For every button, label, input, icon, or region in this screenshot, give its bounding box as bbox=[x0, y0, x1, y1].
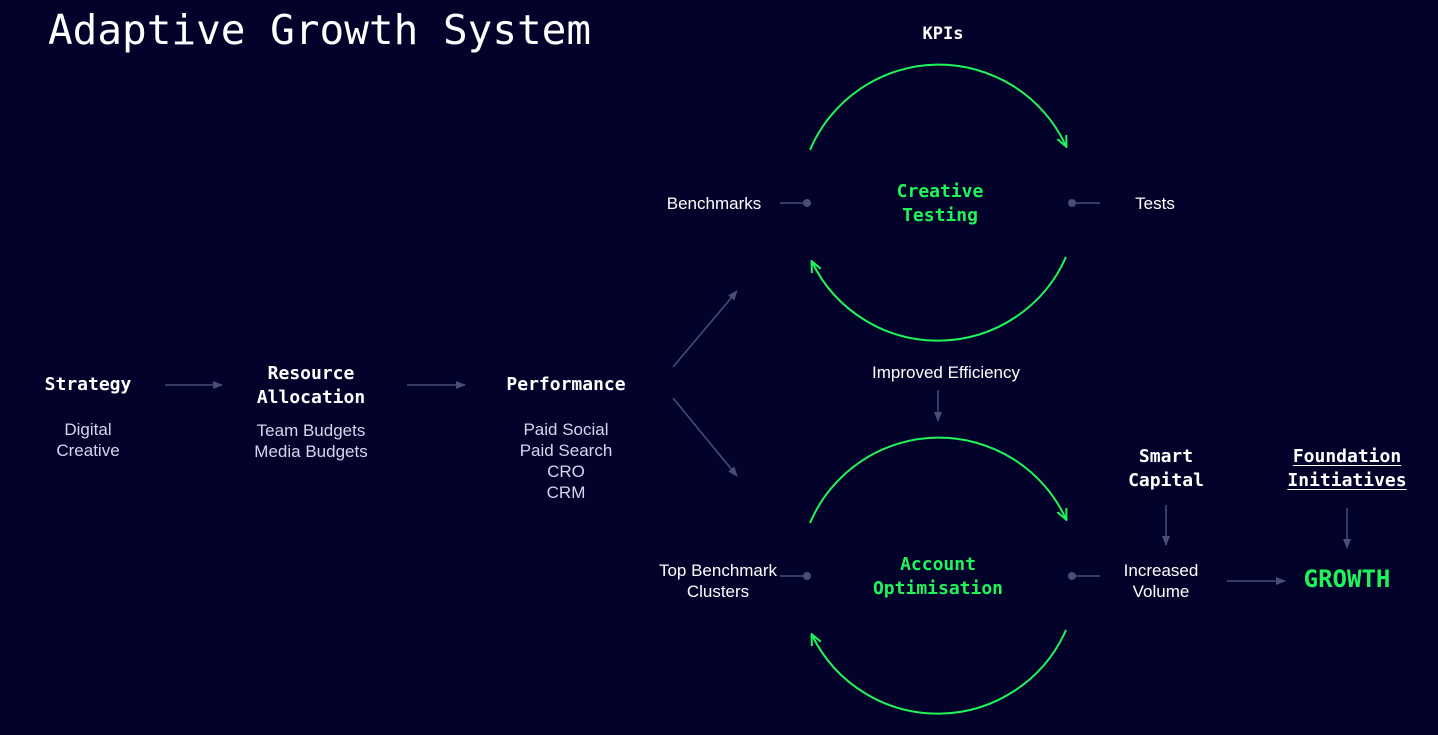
account-optimisation-center: Account Optimisation bbox=[848, 553, 1028, 601]
performance-item: Paid Search bbox=[519, 441, 613, 460]
performance-item: CRO bbox=[547, 462, 585, 481]
strategy-item: Creative bbox=[56, 441, 120, 460]
foundation-initiatives-node: Foundation Initiatives bbox=[1272, 445, 1422, 493]
page-title: Adaptive Growth System bbox=[48, 6, 592, 54]
top-benchmark-clusters-label: Top Benchmark Clusters bbox=[648, 560, 788, 602]
performance-node: Performance Paid Social Paid Search CRO … bbox=[481, 373, 651, 503]
tests-label: Tests bbox=[1135, 194, 1175, 213]
creative-testing-center: Creative Testing bbox=[858, 180, 1022, 228]
performance-item: Paid Social bbox=[523, 420, 609, 439]
smart-capital-line: Smart bbox=[1138, 446, 1194, 467]
foundation-line: Initiatives bbox=[1287, 470, 1407, 491]
connector-dot-increased-volume bbox=[1068, 572, 1076, 580]
top-benchmark-line: Top Benchmark bbox=[658, 561, 778, 580]
benchmarks-label: Benchmarks bbox=[666, 194, 762, 213]
strategy-item: Digital bbox=[64, 420, 112, 439]
connector-dot-top-benchmark bbox=[803, 572, 811, 580]
resource-item: Media Budgets bbox=[254, 442, 368, 461]
creative-testing-line: Testing bbox=[902, 205, 978, 226]
account-loop-top-arc bbox=[809, 436, 1066, 524]
growth-label: GROWTH bbox=[1303, 565, 1391, 593]
increased-volume-line: Increased bbox=[1123, 561, 1199, 580]
increased-volume-label: Increased Volume bbox=[1106, 560, 1216, 602]
kpis-label: KPIs bbox=[922, 24, 964, 44]
top-benchmark-line: Clusters bbox=[686, 582, 750, 601]
strategy-heading: Strategy bbox=[44, 374, 132, 395]
resource-heading-line: Resource bbox=[267, 363, 355, 384]
smart-capital-node: Smart Capital bbox=[1111, 445, 1221, 493]
performance-heading: Performance bbox=[506, 374, 626, 395]
account-loop-bottom-arc bbox=[812, 629, 1067, 715]
connector-dot-tests bbox=[1068, 199, 1076, 207]
arrow-performance-to-creative bbox=[672, 290, 738, 368]
creative-testing-line: Creative bbox=[896, 181, 984, 202]
increased-volume-line: Volume bbox=[1132, 582, 1190, 601]
foundation-line: Foundation bbox=[1292, 446, 1402, 467]
arrow-performance-to-account bbox=[672, 397, 738, 477]
performance-item: CRM bbox=[546, 483, 586, 502]
resource-item: Team Budgets bbox=[256, 421, 366, 440]
smart-capital-line: Capital bbox=[1128, 470, 1204, 491]
account-optimisation-line: Account bbox=[900, 554, 976, 575]
strategy-node: Strategy Digital Creative bbox=[18, 373, 158, 461]
resource-allocation-node: Resource Allocation Team Budgets Media B… bbox=[226, 362, 396, 462]
improved-efficiency-label: Improved Efficiency bbox=[871, 363, 1021, 382]
creative-loop-top-arc bbox=[809, 63, 1066, 151]
resource-heading-line: Allocation bbox=[256, 387, 366, 408]
account-optimisation-line: Optimisation bbox=[872, 578, 1004, 599]
creative-loop-bottom-arc bbox=[812, 256, 1067, 342]
connector-dot-benchmarks bbox=[803, 199, 811, 207]
